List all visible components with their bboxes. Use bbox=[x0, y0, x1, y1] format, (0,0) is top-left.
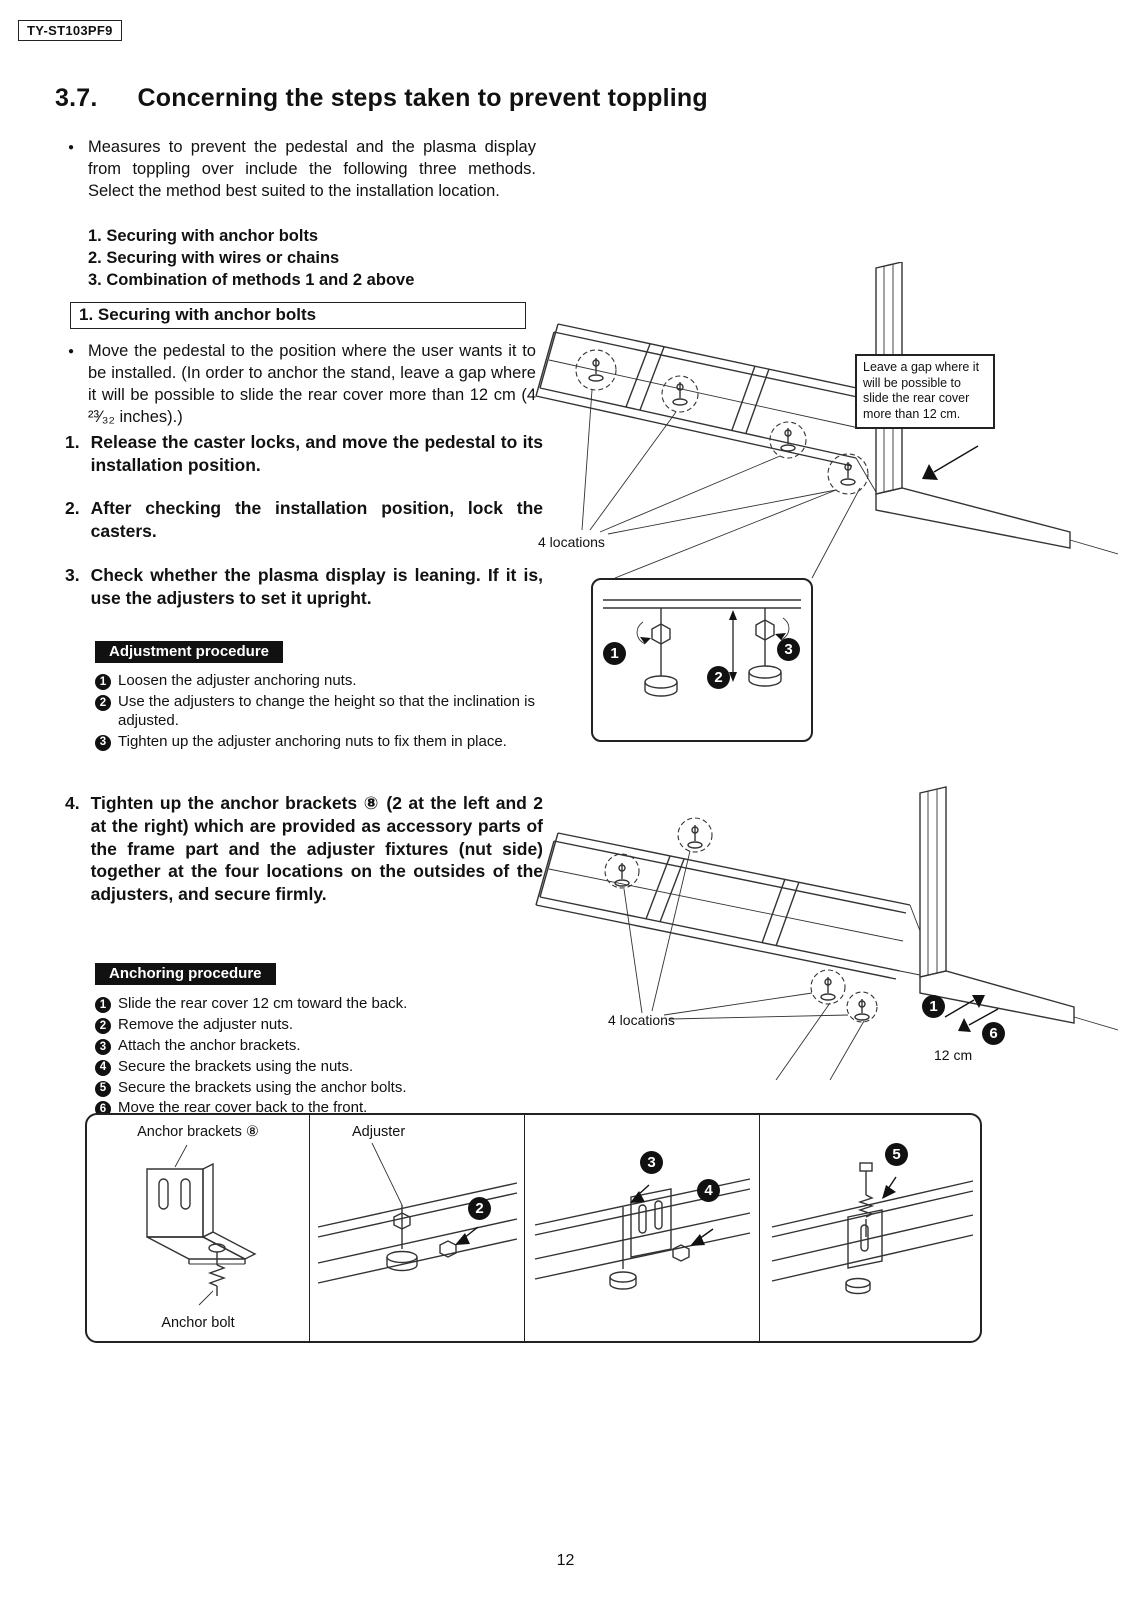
anchoring-step-3: 3 Attach the anchor brackets. bbox=[95, 1037, 540, 1056]
bullet-icon: ● bbox=[68, 142, 75, 153]
step-1-number: 1. bbox=[65, 432, 80, 452]
gap-callout-text: Leave a gap where it will be possible to… bbox=[863, 360, 980, 421]
step-2-text: After checking the installation position… bbox=[90, 498, 543, 541]
adjuster-step-3-marker: 3 bbox=[777, 638, 800, 661]
step-2: 2. After checking the installation posit… bbox=[65, 497, 543, 543]
adjustment-procedure-steps: 1 Loosen the adjuster anchoring nuts. 2 … bbox=[95, 672, 535, 754]
anchoring-step-2-text: Remove the adjuster nuts. bbox=[118, 1015, 294, 1033]
adjuster-step-1-marker: 1 bbox=[603, 642, 626, 665]
anchoring-step-3-text: Attach the anchor brackets. bbox=[118, 1036, 301, 1054]
four-locations-label-top: 4 locations bbox=[538, 534, 605, 550]
panel-anchor-bolt: 5 bbox=[759, 1115, 980, 1341]
twelve-cm-label: 12 cm bbox=[934, 1047, 973, 1063]
step-4-text: Tighten up the anchor brackets ⑧ (2 at t… bbox=[90, 793, 543, 904]
method-item-1: 1. Securing with anchor bolts bbox=[88, 227, 319, 245]
anchoring-step-2: 2 Remove the adjuster nuts. bbox=[95, 1016, 540, 1035]
gap-callout-box: Leave a gap where it will be possible to… bbox=[855, 354, 995, 429]
attach-bracket-illustration bbox=[534, 1178, 751, 1290]
anchoring-step-6-text: Move the rear cover back to the front. bbox=[118, 1099, 368, 1117]
circled-2-marker: 2 bbox=[95, 694, 111, 711]
circled-5-marker: 5 bbox=[95, 1080, 111, 1097]
page-number: 12 bbox=[556, 1552, 575, 1569]
circled-1-marker: 1 bbox=[95, 997, 111, 1013]
figure-adjuster-detail: 1 2 3 bbox=[591, 578, 813, 742]
adjustment-step-2: 2 Use the adjusters to change the height… bbox=[95, 693, 535, 731]
four-locations-label-bottom: 4 locations bbox=[608, 1012, 675, 1028]
panel-remove-nut: Adjuster 2 bbox=[309, 1115, 524, 1341]
method-item-2: 2. Securing with wires or chains bbox=[88, 249, 340, 268]
adjustment-step-3: 3 Tighten up the adjuster anchoring nuts… bbox=[95, 733, 535, 752]
adjustment-step-1: 1 Loosen the adjuster anchoring nuts. bbox=[95, 672, 535, 691]
anchoring-detail-panels: Anchor brackets ⑧ Anchor bolt Ad bbox=[85, 1113, 982, 1343]
anchoring-step-1: 1 Slide the rear cover 12 cm toward the … bbox=[95, 995, 540, 1014]
pedestal-frame-illustration bbox=[535, 262, 1118, 579]
subsection-paragraph: ● Move the pedestal to the position wher… bbox=[68, 341, 536, 429]
adjustment-procedure-title: Adjustment procedure bbox=[109, 643, 270, 660]
step-4: 4. Tighten up the anchor brackets ⑧ (2 a… bbox=[65, 792, 543, 906]
circled-3-marker: 3 bbox=[95, 734, 111, 751]
circled-3-marker: 3 bbox=[95, 1038, 111, 1055]
adjuster-step-2-marker: 2 bbox=[707, 666, 730, 689]
step-3-text: Check whether the plasma display is lean… bbox=[90, 565, 543, 608]
slide-front-marker: 6 bbox=[982, 1022, 1005, 1045]
anchoring-step-4: 4 Secure the brackets using the nuts. bbox=[95, 1058, 540, 1077]
method-list: 1. Securing with anchor bolts 2. Securin… bbox=[88, 225, 414, 291]
step-3-number: 3. bbox=[65, 565, 80, 585]
page-title: 3.7. Concerning the steps taken to preve… bbox=[55, 84, 708, 113]
secure-bolt-illustration bbox=[771, 1162, 974, 1295]
circled-2-marker: 2 bbox=[95, 1017, 111, 1034]
section-number: 3.7. bbox=[55, 84, 98, 112]
anchoring-step-5-text: Secure the brackets using the anchor bol… bbox=[118, 1078, 407, 1096]
adjustment-step-1-text: Loosen the adjuster anchoring nuts. bbox=[118, 672, 357, 689]
anchor-brackets-label: Anchor brackets ⑧ bbox=[137, 1124, 259, 1140]
step-2-number: 2. bbox=[65, 498, 80, 518]
panel4-bolt-marker: 5 bbox=[885, 1143, 908, 1166]
adjustment-procedure-label: Adjustment procedure bbox=[95, 641, 284, 663]
method-item-3: 3. Combination of methods 1 and 2 above bbox=[88, 271, 415, 290]
anchoring-procedure-steps: 1 Slide the rear cover 12 cm toward the … bbox=[95, 995, 540, 1120]
step-1-text: Release the caster locks, and move the p… bbox=[90, 432, 543, 475]
intro-text: Measures to prevent the pedestal and the… bbox=[88, 138, 536, 200]
figure-pedestal-gap: Leave a gap where it will be possible to… bbox=[530, 262, 1118, 580]
anchoring-step-5: 5 Secure the brackets using the anchor b… bbox=[95, 1079, 540, 1098]
model-number-box: TY-ST103PF9 bbox=[18, 20, 122, 41]
step-4-number: 4. bbox=[65, 793, 80, 813]
slide-back-marker: 1 bbox=[922, 995, 945, 1018]
section-title-text: Concerning the steps taken to prevent to… bbox=[137, 84, 708, 112]
adjuster-detail-illustration bbox=[603, 599, 801, 697]
panel-attach-bracket: 3 4 bbox=[524, 1115, 759, 1341]
model-number: TY-ST103PF9 bbox=[27, 23, 113, 38]
adjustment-step-2-text: Use the adjusters to change the height s… bbox=[118, 692, 535, 729]
subsection-title-box: 1. Securing with anchor bolts bbox=[70, 302, 526, 329]
subsection-text: Move the pedestal to the position where … bbox=[88, 342, 536, 426]
step-3: 3. Check whether the plasma display is l… bbox=[65, 564, 543, 610]
anchor-bracket-illustration bbox=[146, 1144, 257, 1306]
intro-paragraph: ● Measures to prevent the pedestal and t… bbox=[68, 137, 536, 203]
step-1: 1. Release the caster locks, and move th… bbox=[65, 431, 543, 477]
subsection-title: 1. Securing with anchor bolts bbox=[79, 305, 317, 324]
figure-rear-cover-slide: 4 locations 1 6 12 cm bbox=[530, 785, 1118, 1080]
anchoring-step-1-text: Slide the rear cover 12 cm toward the ba… bbox=[118, 995, 408, 1012]
rear-cover-slide-illustration bbox=[535, 786, 1118, 1080]
panel2-step-marker: 2 bbox=[468, 1197, 491, 1220]
adjuster-label: Adjuster bbox=[352, 1124, 406, 1140]
anchor-bolt-label: Anchor bolt bbox=[161, 1315, 235, 1331]
anchoring-procedure-label: Anchoring procedure bbox=[95, 963, 276, 985]
circled-4-marker: 4 bbox=[95, 1059, 111, 1076]
panel3-attach-marker: 3 bbox=[640, 1151, 663, 1174]
circled-1-marker: 1 bbox=[95, 674, 111, 690]
panel-anchor-bracket: Anchor brackets ⑧ Anchor bolt bbox=[87, 1115, 309, 1341]
anchoring-procedure-title: Anchoring procedure bbox=[109, 965, 262, 982]
panel3-nut-marker: 4 bbox=[697, 1179, 720, 1202]
bullet-icon: ● bbox=[68, 346, 75, 357]
anchoring-step-4-text: Secure the brackets using the nuts. bbox=[118, 1057, 354, 1075]
remove-nut-illustration bbox=[317, 1142, 518, 1284]
adjustment-step-3-text: Tighten up the adjuster anchoring nuts t… bbox=[118, 732, 507, 750]
